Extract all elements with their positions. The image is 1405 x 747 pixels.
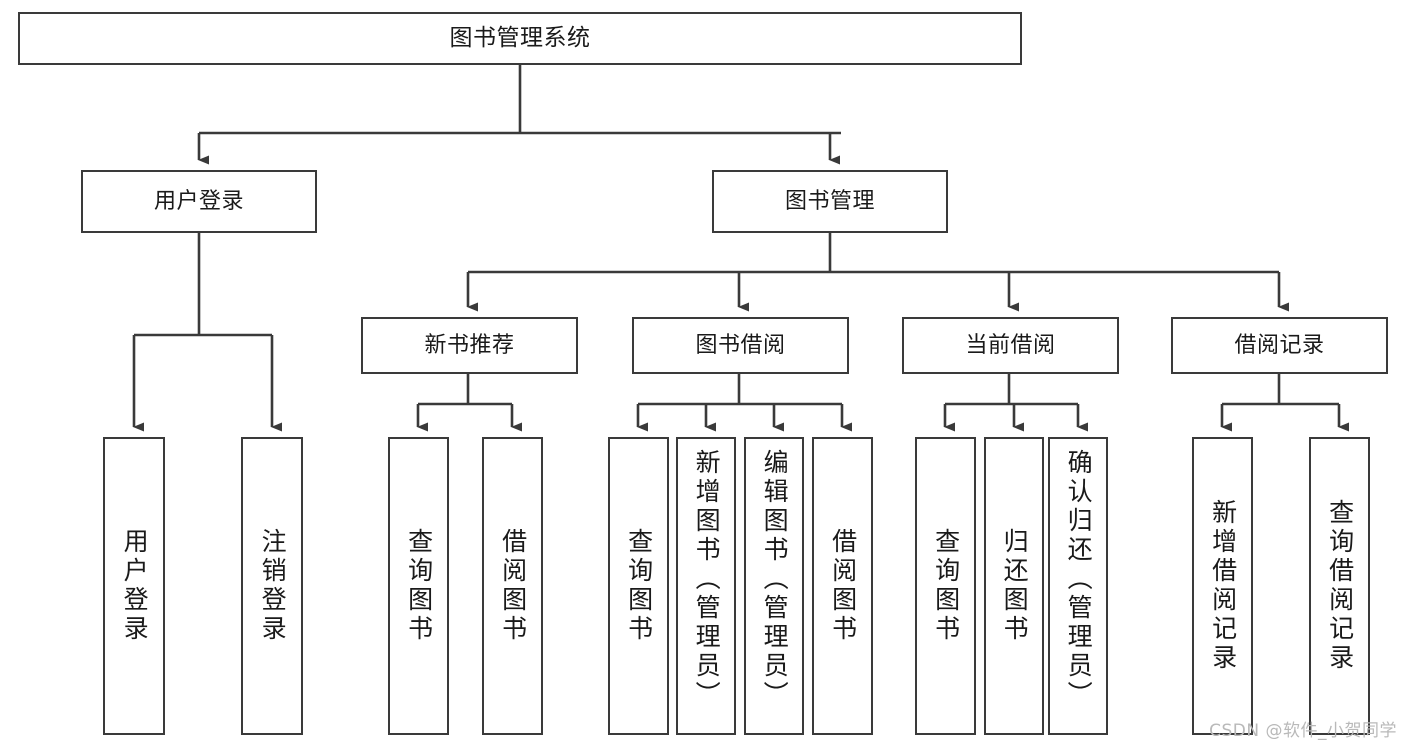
node-leaf-add-borrow-record-label: 新增借阅记录 bbox=[1208, 499, 1238, 673]
watermark-text: CSDN @软件_小贺同学 bbox=[1209, 721, 1397, 741]
node-book-borrow-label: 图书借阅 bbox=[695, 332, 786, 358]
node-leaf-confirm-return-admin[interactable]: 确认归还（管理员） bbox=[1048, 437, 1108, 735]
node-leaf-confirm-return-admin-label: 确认归还（管理员） bbox=[1064, 449, 1094, 710]
node-user-login-label: 用户登录 bbox=[153, 188, 244, 214]
node-leaf-borrow-book-2-label: 借阅图书 bbox=[828, 528, 858, 644]
node-root-system[interactable]: 图书管理系统 bbox=[18, 12, 1022, 65]
node-new-book-recommend-label: 新书推荐 bbox=[424, 332, 515, 358]
node-leaf-add-borrow-record[interactable]: 新增借阅记录 bbox=[1192, 437, 1253, 735]
node-leaf-query-borrow-record[interactable]: 查询借阅记录 bbox=[1309, 437, 1370, 735]
node-leaf-query-book-1[interactable]: 查询图书 bbox=[388, 437, 449, 735]
node-leaf-add-book-admin[interactable]: 新增图书（管理员） bbox=[676, 437, 736, 735]
node-leaf-return-book-label: 归还图书 bbox=[1000, 528, 1030, 644]
node-borrow-record-label: 借阅记录 bbox=[1234, 332, 1325, 358]
node-current-borrow-label: 当前借阅 bbox=[965, 332, 1056, 358]
node-leaf-return-book[interactable]: 归还图书 bbox=[984, 437, 1044, 735]
node-leaf-add-book-admin-label: 新增图书（管理员） bbox=[692, 449, 722, 710]
node-book-management-label: 图书管理 bbox=[784, 188, 875, 214]
node-book-borrow[interactable]: 图书借阅 bbox=[632, 317, 849, 374]
node-leaf-user-login-label: 用户登录 bbox=[120, 528, 150, 644]
node-leaf-borrow-book-1[interactable]: 借阅图书 bbox=[482, 437, 543, 735]
node-leaf-user-login[interactable]: 用户登录 bbox=[103, 437, 165, 735]
node-leaf-edit-book-admin-label: 编辑图书（管理员） bbox=[760, 449, 790, 710]
node-leaf-query-book-3-label: 查询图书 bbox=[931, 528, 961, 644]
node-leaf-query-book-1-label: 查询图书 bbox=[404, 528, 434, 644]
node-book-management[interactable]: 图书管理 bbox=[712, 170, 948, 233]
node-borrow-record[interactable]: 借阅记录 bbox=[1171, 317, 1388, 374]
node-leaf-query-book-2-label: 查询图书 bbox=[624, 528, 654, 644]
node-leaf-query-borrow-record-label: 查询借阅记录 bbox=[1325, 499, 1355, 673]
node-leaf-query-book-3[interactable]: 查询图书 bbox=[915, 437, 976, 735]
node-new-book-recommend[interactable]: 新书推荐 bbox=[361, 317, 578, 374]
node-leaf-logout-login[interactable]: 注销登录 bbox=[241, 437, 303, 735]
node-root-system-label: 图书管理系统 bbox=[449, 25, 591, 52]
node-leaf-borrow-book-1-label: 借阅图书 bbox=[498, 528, 528, 644]
node-leaf-query-book-2[interactable]: 查询图书 bbox=[608, 437, 669, 735]
node-user-login[interactable]: 用户登录 bbox=[81, 170, 317, 233]
node-current-borrow[interactable]: 当前借阅 bbox=[902, 317, 1119, 374]
node-leaf-edit-book-admin[interactable]: 编辑图书（管理员） bbox=[744, 437, 804, 735]
node-leaf-borrow-book-2[interactable]: 借阅图书 bbox=[812, 437, 873, 735]
node-leaf-logout-login-label: 注销登录 bbox=[258, 528, 288, 644]
